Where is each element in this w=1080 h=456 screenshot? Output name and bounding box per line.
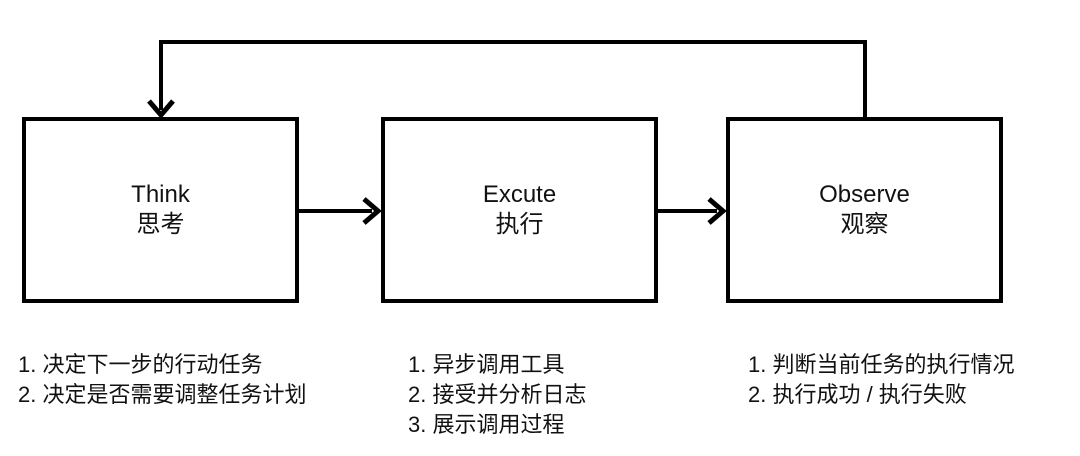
note-item: 1. 异步调用工具 [408, 352, 565, 377]
node-execute: Excute 执行 [381, 117, 658, 303]
note-item: 2. 决定是否需要调整任务计划 [18, 382, 307, 407]
notes-think: 1. 决定下一步的行动任务 2. 决定是否需要调整任务计划 [18, 350, 306, 410]
notes-execute: 1. 异步调用工具 2. 接受并分析日志 3. 展示调用过程 [408, 350, 586, 440]
feedback-loop-line [159, 40, 867, 117]
note-item: 2. 接受并分析日志 [408, 382, 587, 407]
node-title: Think [131, 181, 190, 208]
node-think: Think 思考 [22, 117, 299, 303]
node-subtitle: 执行 [495, 211, 544, 238]
node-subtitle: 思考 [136, 211, 185, 238]
arrowhead-right-icon [707, 197, 727, 225]
note-item: 1. 决定下一步的行动任务 [18, 352, 263, 377]
notes-observe: 1. 判断当前任务的执行情况 2. 执行成功 / 执行失败 [748, 350, 1014, 410]
node-observe: Observe 观察 [726, 117, 1003, 303]
node-title: Excute [482, 181, 557, 208]
note-item: 2. 执行成功 / 执行失败 [748, 382, 967, 407]
node-subtitle: 观察 [840, 211, 889, 238]
arrowhead-down-icon [147, 99, 175, 119]
note-item: 1. 判断当前任务的执行情况 [748, 352, 1015, 377]
arrowhead-right-icon [362, 197, 382, 225]
node-title: Observe [819, 181, 910, 208]
note-item: 3. 展示调用过程 [408, 412, 565, 437]
